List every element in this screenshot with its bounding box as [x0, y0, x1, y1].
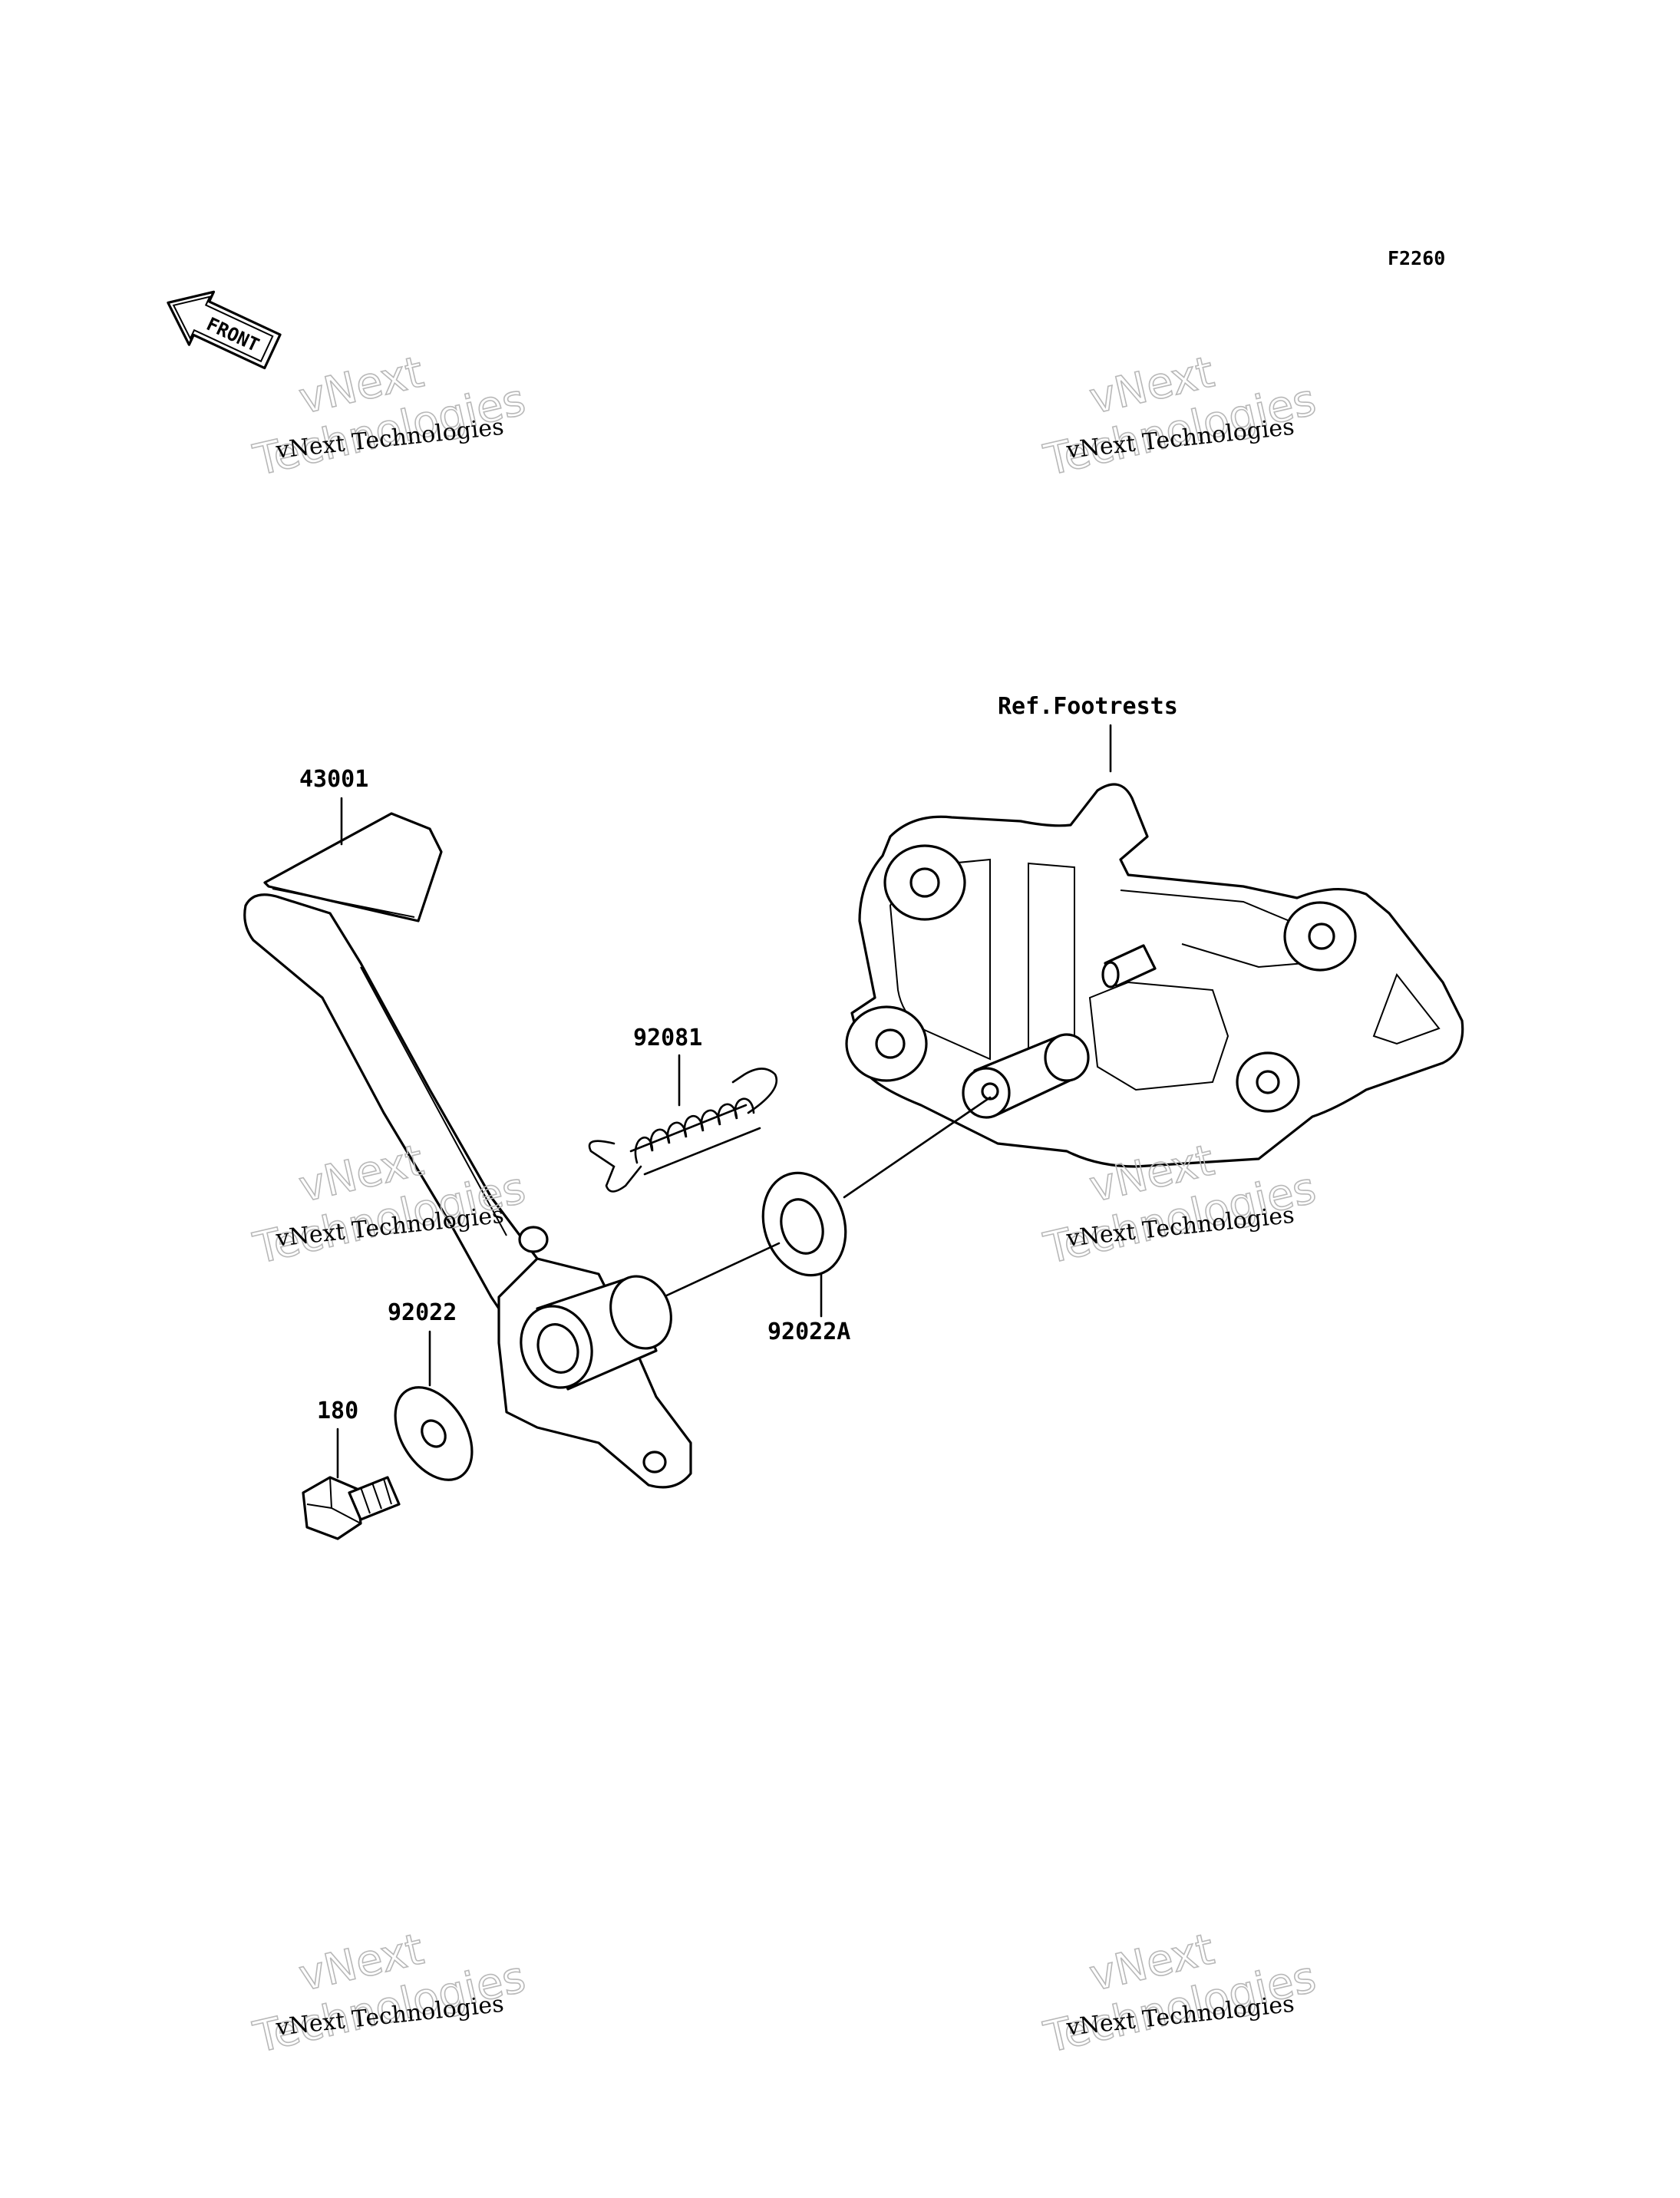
watermark-6: vNext Technologies vNext Technologies: [1039, 1924, 1322, 2064]
washer-92022: [394, 1386, 474, 1481]
figure-code: F2260: [1388, 247, 1445, 269]
footrest-bracket: [845, 783, 1464, 1168]
part-label-pedal: 43001: [299, 766, 368, 793]
part-label-spring: 92081: [633, 1025, 702, 1051]
bolt-180: [302, 1476, 401, 1540]
part-label-bolt: 180: [317, 1398, 358, 1424]
return-spring: [588, 1068, 778, 1193]
reference-label: Ref.Footrests: [998, 693, 1178, 720]
watermark-2: vNext Technologies vNext Technologies: [1039, 347, 1322, 487]
watermark-1: vNext Technologies vNext Technologies: [249, 347, 531, 487]
part-label-washer: 92022: [388, 1299, 457, 1326]
watermark-5: vNext Technologies vNext Technologies: [249, 1924, 531, 2064]
front-arrow-icon: FRONT: [167, 290, 282, 370]
part-label-washer-a: 92022A: [767, 1318, 850, 1345]
washer-92022a: [761, 1171, 847, 1277]
brake-pedal: [243, 812, 692, 1489]
